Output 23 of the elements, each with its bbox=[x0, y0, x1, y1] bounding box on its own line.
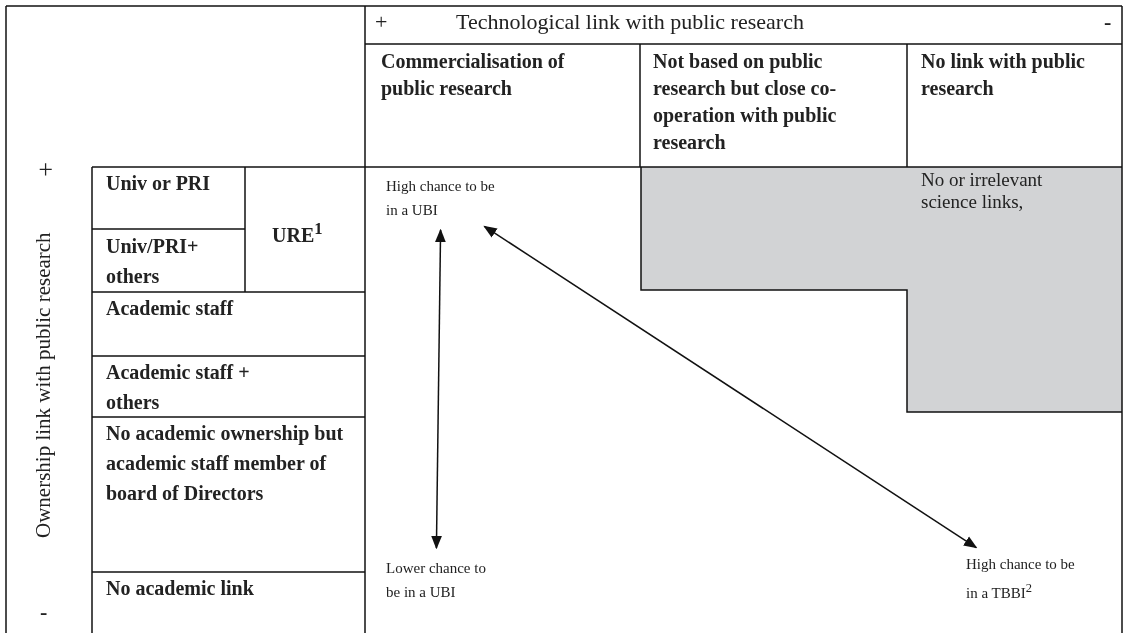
row-header: Univ or PRI bbox=[106, 171, 212, 196]
cell-note: No or irrelevant science links, bbox=[921, 169, 1044, 213]
minus-sign: - bbox=[40, 600, 49, 624]
axis-title: Technological link with public research bbox=[456, 10, 805, 34]
row-header: Academic staff bbox=[106, 296, 235, 321]
plus-sign: + bbox=[375, 10, 389, 34]
row-header: Univ/PRI+ others bbox=[106, 234, 200, 289]
double-arrow bbox=[483, 225, 978, 549]
row-header: URE$^{1}$ bbox=[272, 218, 324, 248]
column-header: Not based on public research but close co-operation with public research bbox=[653, 49, 838, 155]
annotation-text: High chance to be in a UBI bbox=[386, 174, 496, 222]
annotation-text: Lower chance to be in a UBI bbox=[386, 556, 486, 604]
double-arrow bbox=[431, 228, 446, 550]
axis-title: Ownership link with public research bbox=[32, 231, 55, 540]
shaded-area bbox=[640, 167, 1122, 413]
annotation-text: High chance to be in a TBBI$^{2}$ bbox=[966, 552, 1081, 605]
plus-sign: + bbox=[32, 162, 60, 177]
row-header: No academic link bbox=[106, 576, 255, 601]
column-header: No link with public research bbox=[921, 49, 1086, 101]
minus-sign: - bbox=[1104, 10, 1113, 34]
row-header: No academic ownership but academic staff member of board of Directors bbox=[106, 421, 345, 506]
row-header: Academic staff + others bbox=[106, 360, 251, 415]
column-header: Commercialisation of public research bbox=[381, 49, 566, 102]
